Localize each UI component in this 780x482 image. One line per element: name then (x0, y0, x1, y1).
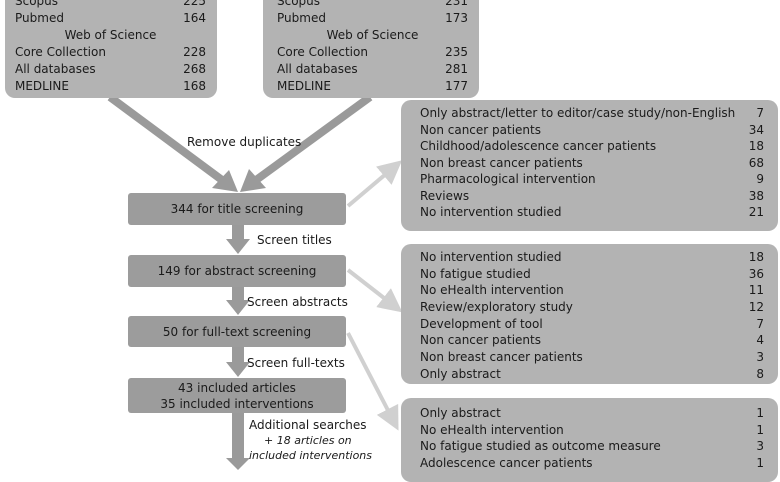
stage-title-screening: 344 for title screening (128, 193, 346, 225)
exclusion-arrow-2 (346, 268, 403, 313)
additional-searches-title: Additional searches (249, 418, 367, 432)
connector-arrows (107, 93, 403, 470)
additional-searches-line2: included interventions (249, 449, 373, 462)
down-arrow-2 (226, 287, 250, 315)
exclusion-box-title-screening: Only abstract/letter to editor/case stud… (401, 100, 778, 231)
stage-fulltext-screening: 50 for full-text screening (128, 316, 346, 347)
source-row-heading: Web of Science (326, 28, 419, 42)
merge-arrow-left (107, 93, 238, 192)
step-screen-abstracts: Screen abstracts (247, 295, 348, 309)
merge-arrow-right (240, 93, 373, 192)
step-screen-fulltexts: Screen full-texts (247, 356, 345, 370)
source-row-heading: Web of Science (64, 28, 157, 42)
stage-abstract-screening: 149 for abstract screening (128, 255, 346, 287)
down-arrow-3 (226, 347, 250, 377)
remove-duplicates-label: Remove duplicates (187, 135, 302, 149)
exclusion-arrow-1 (346, 160, 403, 208)
exclusion-row: Only abstract/letter to editor/case stud… (420, 106, 764, 120)
down-arrow-1 (226, 225, 250, 254)
additional-searches-line1: + 18 articles on (264, 434, 352, 447)
step-screen-titles: Screen titles (257, 233, 332, 247)
down-arrow-4 (226, 413, 250, 470)
exclusion-arrow-3 (346, 332, 399, 431)
stage-included: 43 included articles 35 included interve… (128, 378, 346, 413)
